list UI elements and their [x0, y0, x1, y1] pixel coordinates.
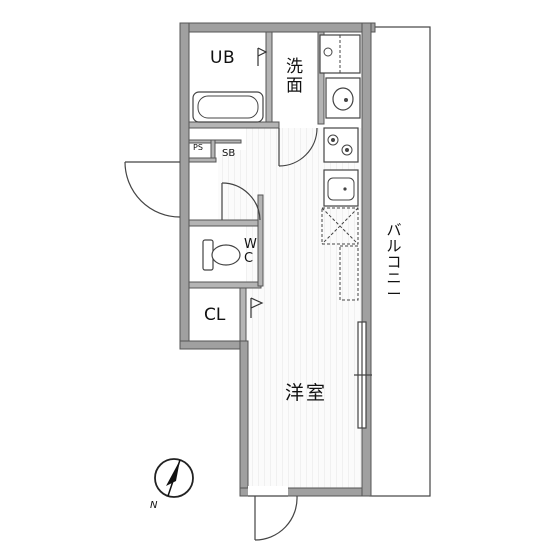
balcony-label: バルコニー [386, 221, 402, 303]
outer-walls [179, 22, 376, 497]
storage-space [339, 245, 359, 301]
stove [323, 127, 359, 163]
front-door-arc [254, 495, 298, 541]
washbasin [325, 77, 361, 119]
main-room-label: 洋室 [285, 382, 328, 404]
toilet-door-arc [221, 182, 261, 221]
north-label: N [150, 500, 158, 511]
bath-label: UB [210, 48, 236, 68]
pipe-space-label: PS [193, 143, 203, 152]
north-arrow-icon [154, 458, 194, 498]
fridge-space [321, 207, 359, 245]
breaker-label: SB [222, 148, 236, 159]
toilet [202, 239, 241, 271]
ub-door-symbol [257, 47, 268, 66]
balcony-window [354, 321, 372, 429]
washroom-door-arc [278, 127, 318, 167]
closet-door-symbol [250, 297, 264, 318]
closet-label: CL [204, 305, 226, 325]
entrance-door-arc [124, 161, 181, 218]
interior-walls [188, 31, 325, 342]
toilet-label: WC [244, 237, 257, 266]
balcony-area [369, 26, 431, 497]
washroom-label: 洗面 [286, 57, 303, 96]
